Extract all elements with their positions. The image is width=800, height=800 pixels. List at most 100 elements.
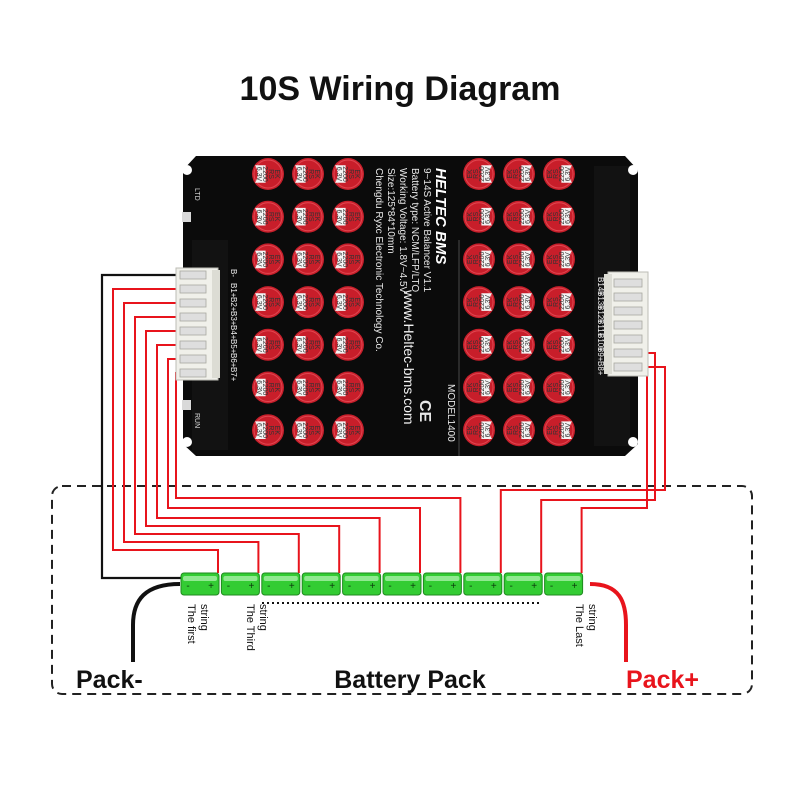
capacitor-marking-text: EK [273, 255, 280, 265]
capacitor-marking-text: RS [473, 425, 480, 435]
battery-cell-minus: - [267, 581, 270, 592]
capacitor-marking-text: 6.3V [485, 252, 492, 267]
left-pin-label: B7+ [229, 367, 238, 382]
capacitor-marking-text: 2200 [479, 209, 486, 225]
capacitor-marking-text: 2200 [519, 209, 526, 225]
capacitor-rim [333, 330, 363, 360]
capacitor-marking-text: 2200 [479, 252, 486, 268]
first-string-label: The first string [185, 604, 210, 647]
capacitor-marking-text: RS [347, 297, 354, 307]
capacitor-marking-text: 2200 [301, 337, 308, 353]
capacitor-marking-text: EK [507, 425, 514, 435]
battery-cell-highlight [465, 576, 500, 581]
right-connector: B14+B13+B12+B11+B10+B9+B8+ [596, 271, 649, 377]
left-pin-label: B5+ [229, 339, 238, 354]
battery-cell-minus: - [510, 581, 513, 592]
left-pin-label: B4+ [229, 325, 238, 340]
capacitor-marking-text: RS [347, 383, 354, 393]
capacitor-marking-text: 6.3V [295, 209, 302, 224]
battery-cell-highlight [425, 576, 460, 581]
capacitor-band [561, 421, 572, 439]
capacitor-marking-text: 6.3V [565, 337, 572, 352]
right-pin-label: B14+ [596, 277, 605, 296]
capacitor-marking-text: EK [547, 169, 554, 179]
capacitor-rim [544, 159, 574, 189]
battery-cell-plus: + [289, 581, 295, 592]
balance-wire [123, 302, 260, 573]
capacitor-rim [464, 159, 494, 189]
capacitor-rim [504, 415, 534, 445]
capacitor-rim [293, 202, 323, 232]
capacitor-marking-text: EK [467, 212, 474, 222]
capacitor-marking-text: 6.3V [335, 209, 342, 224]
capacitor-band [521, 293, 532, 311]
capacitor-band [335, 250, 346, 269]
capacitor-marking-text: 6.3V [525, 423, 532, 438]
capacitor-marking-text: RS [267, 425, 274, 435]
capacitor-marking-text: 6.3V [295, 167, 302, 182]
capacitor-marking-text: RS [307, 169, 314, 179]
battery-cell: -+ [342, 572, 382, 596]
capacitor-band [561, 378, 572, 397]
board-model: MODEL1400 [445, 384, 456, 442]
third-string-line-1: The Third [244, 604, 256, 651]
capacitor-marking-text: 2200 [519, 294, 526, 310]
balance-wire [156, 344, 381, 573]
capacitor-rim [293, 373, 323, 402]
capacitor-marking-text: EK [507, 212, 514, 222]
capacitor-band [335, 165, 346, 183]
board-line-5: Chengdu Ryxc Electronic Technology Co. [373, 168, 384, 352]
led-run [182, 400, 191, 410]
capacitor-marking-text: EK [313, 255, 320, 265]
battery-cell-minus: - [186, 581, 189, 592]
right-pin-slot [613, 292, 643, 302]
capacitor-marking-text: 6.3V [565, 166, 572, 181]
capacitor-marking-text: 6.3V [485, 295, 492, 310]
capacitor-marking-text: 2200 [519, 337, 526, 353]
capacitor-rim [464, 287, 494, 317]
balancer-board: LTD RUN HELTEC BMS 9~14S Active Balancer… [175, 156, 649, 456]
capacitor-rim [293, 415, 323, 445]
capacitor-marking-text: RS [553, 425, 560, 435]
mounting-hole [182, 165, 192, 175]
capacitor-rim [253, 415, 283, 445]
capacitor-marking-text: 2200 [341, 294, 348, 310]
capacitor-marking-text: EK [273, 212, 280, 222]
capacitor-marking-text: 6.3V [525, 209, 532, 224]
capacitor-band [255, 336, 266, 354]
capacitor-marking-text: EK [353, 383, 360, 393]
capacitor-band [335, 378, 346, 397]
right-connector-pin-labels: B14+B13+B12+B11+B10+B9+B8+ [596, 277, 643, 376]
left-pin-slot [179, 312, 207, 322]
capacitor-band [521, 207, 532, 226]
last-string-line-2: string [586, 604, 598, 631]
capacitor-band [295, 336, 306, 354]
capacitor-band [481, 165, 492, 183]
battery-cell: -+ [544, 572, 584, 596]
capacitor-marking-text: RS [513, 254, 520, 264]
capacitor-marking-text: RS [473, 297, 480, 307]
capacitor-marking-text: RS [307, 297, 314, 307]
battery-cell-highlight [546, 576, 581, 581]
capacitor-marking-text: 2200 [559, 380, 566, 396]
battery-cell: -+ [180, 572, 220, 596]
